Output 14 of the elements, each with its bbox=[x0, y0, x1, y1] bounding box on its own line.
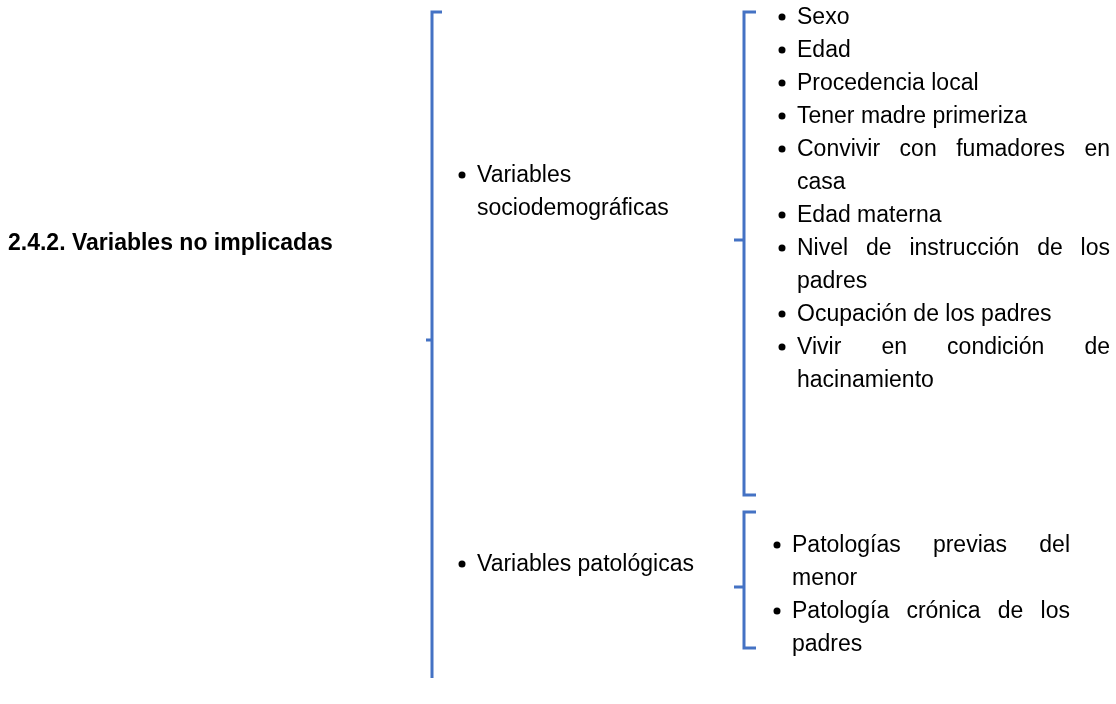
heading: 2.4.2. Variables no implicadas bbox=[8, 228, 333, 257]
list-item: Ocupación de los padres bbox=[797, 299, 1053, 328]
list-item: Patologías previas del menor bbox=[792, 530, 1070, 592]
list-item: Tener madre primeriza bbox=[797, 101, 1029, 130]
list-item: Patología crónica de los padres bbox=[792, 596, 1070, 658]
list-item: Sexo bbox=[797, 2, 851, 31]
list-item: Procedencia local bbox=[797, 68, 980, 97]
list-item: Edad materna bbox=[797, 200, 943, 229]
list-item: Variables patológicas bbox=[477, 549, 695, 578]
list-item: Variables sociodemográficas bbox=[477, 160, 670, 222]
list-item: Edad bbox=[797, 35, 852, 64]
list-item: Vivir en condición de hacinamiento bbox=[797, 332, 1110, 394]
list-item: Convivir con fumadores en casa bbox=[797, 134, 1110, 196]
list-item: Nivel de instrucción de los padres bbox=[797, 233, 1110, 295]
